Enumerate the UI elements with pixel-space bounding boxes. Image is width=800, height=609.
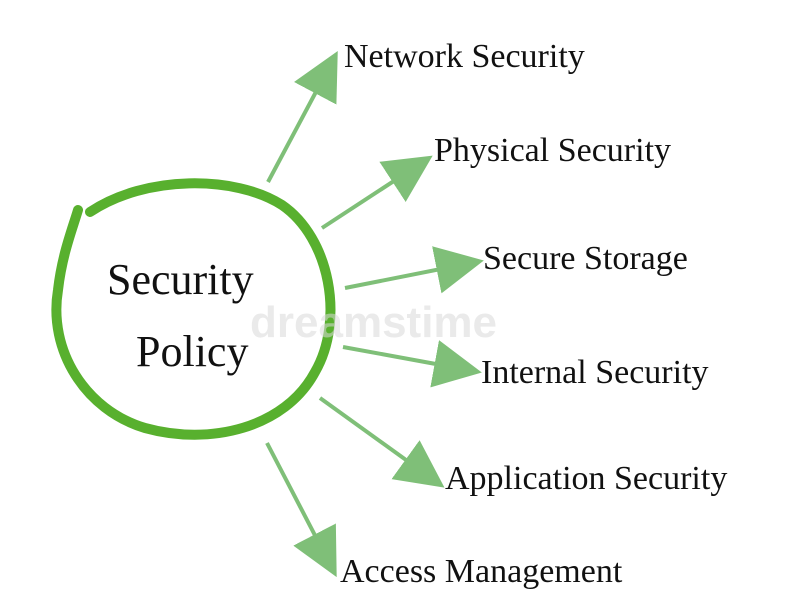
arrow-internal-security: [342, 340, 482, 388]
center-label-line-2: Policy: [136, 327, 249, 376]
center-label-line-1: Security: [107, 255, 254, 304]
arrow-secure-storage: [344, 246, 484, 294]
branch-internal-security: Internal Security: [481, 354, 709, 391]
arrow-network-security: [266, 50, 338, 183]
branch-network-security: Network Security: [344, 38, 585, 75]
branch-application-security: Application Security: [445, 460, 728, 497]
arrow-access-management: [265, 442, 337, 578]
branch-access-management: Access Management: [340, 553, 623, 590]
branch-secure-storage: Secure Storage: [483, 240, 688, 277]
arrow-application-security: [318, 396, 445, 488]
watermark: dreamstime: [250, 298, 498, 347]
arrow-physical-security: [320, 155, 433, 230]
center-circle: [51, 178, 336, 440]
branch-physical-security: Physical Security: [434, 132, 672, 169]
